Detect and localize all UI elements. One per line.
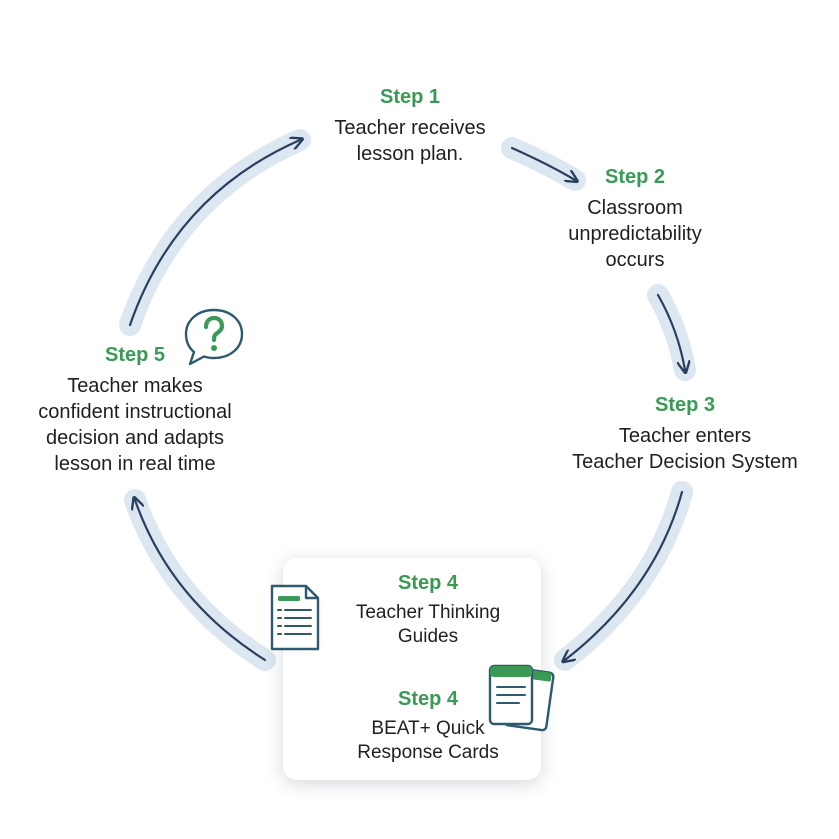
arrow-step4-to-step5 [135,500,267,662]
document-icon [268,583,322,653]
step-5: Step 5 Teacher makes confident instructi… [20,344,250,477]
step-4b-title: Step 4 [397,688,459,710]
step-3: Step 3 Teacher enters Teacher Decision S… [545,394,825,475]
step-3-text: Teacher enters Teacher Decision System [572,425,798,473]
arrow-step2-to-step3 [656,293,685,370]
arrow-step5-to-step1 [128,140,300,327]
arrow-step1-to-step2 [510,146,575,180]
step-2-title: Step 2 [604,166,666,188]
step-4-response-cards: Step 4 BEAT+ Quick Response Cards [328,688,528,765]
step-4-thinking-guides: Step 4 Teacher Thinking Guides [328,572,528,649]
step-2: Step 2 Classroom unpredictability occurs [540,166,730,273]
step-4a-text: Teacher Thinking Guides [355,602,501,647]
step-3-title: Step 3 [654,394,716,416]
step-1-title: Step 1 [379,86,441,108]
step-5-text: Teacher makes confident instructional de… [38,375,232,475]
arrow-step3-to-step4 [565,490,684,660]
step-4a-title: Step 4 [397,572,459,594]
cards-icon [486,660,556,740]
step-1-text: Teacher receives lesson plan. [334,117,486,165]
question-bubble-icon [180,306,248,368]
step-1: Step 1 Teacher receives lesson plan. [290,86,530,167]
step-4b-text: BEAT+ Quick Response Cards [357,718,499,763]
step-5-title: Step 5 [104,344,166,366]
step-2-text: Classroom unpredictability occurs [568,197,702,271]
